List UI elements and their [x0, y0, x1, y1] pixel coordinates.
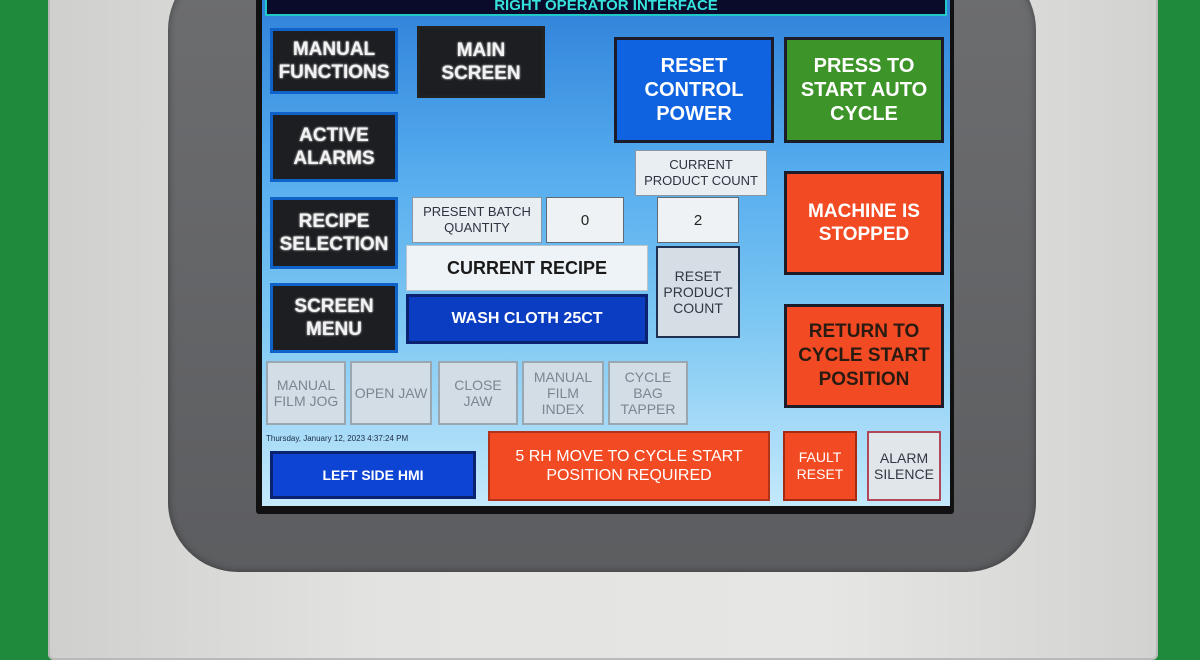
hmi-display: RIGHT OPERATOR INTERFACE MANUAL FUNCTION…: [262, 0, 950, 506]
present-batch-quantity-value: 0: [546, 197, 624, 243]
reset-control-power-button[interactable]: RESET CONTROL POWER: [614, 37, 774, 143]
recipe-selection-button[interactable]: RECIPE SELECTION: [270, 197, 398, 269]
current-product-count-value: 2: [657, 197, 739, 243]
present-batch-quantity-label: PRESENT BATCH QUANTITY: [412, 197, 542, 243]
manual-functions-button[interactable]: MANUAL FUNCTIONS: [270, 28, 398, 94]
cycle-bag-tapper-button[interactable]: CYCLE BAG TAPPER: [608, 361, 688, 425]
open-jaw-button[interactable]: OPEN JAW: [350, 361, 432, 425]
manual-film-index-button[interactable]: MANUAL FILM INDEX: [522, 361, 604, 425]
status-message-banner: 5 RH MOVE TO CYCLE START POSITION REQUIR…: [488, 431, 770, 501]
left-side-hmi-button[interactable]: LEFT SIDE HMI: [270, 451, 476, 499]
current-product-count-label: CURRENT PRODUCT COUNT: [635, 150, 767, 196]
screen-title: RIGHT OPERATOR INTERFACE: [265, 0, 947, 16]
alarm-silence-button[interactable]: ALARM SILENCE: [867, 431, 941, 501]
date-time-readout: Thursday, January 12, 2023 4:37:24 PM: [266, 434, 409, 443]
machine-status-indicator: MACHINE IS STOPPED: [784, 171, 944, 275]
start-auto-cycle-button[interactable]: PRESS TO START AUTO CYCLE: [784, 37, 944, 143]
current-recipe-label: CURRENT RECIPE: [406, 245, 648, 291]
reset-product-count-button[interactable]: RESET PRODUCT COUNT: [656, 246, 740, 338]
main-screen-button[interactable]: MAIN SCREEN: [417, 26, 545, 98]
active-alarms-button[interactable]: ACTIVE ALARMS: [270, 112, 398, 182]
return-to-cycle-start-button[interactable]: RETURN TO CYCLE START POSITION: [784, 304, 944, 408]
close-jaw-button[interactable]: CLOSE JAW: [438, 361, 518, 425]
fault-reset-button[interactable]: FAULT RESET: [783, 431, 857, 501]
manual-film-jog-button[interactable]: MANUAL FILM JOG: [266, 361, 346, 425]
screen-menu-button[interactable]: SCREEN MENU: [270, 283, 398, 353]
current-recipe-value[interactable]: WASH CLOTH 25CT: [406, 294, 648, 344]
